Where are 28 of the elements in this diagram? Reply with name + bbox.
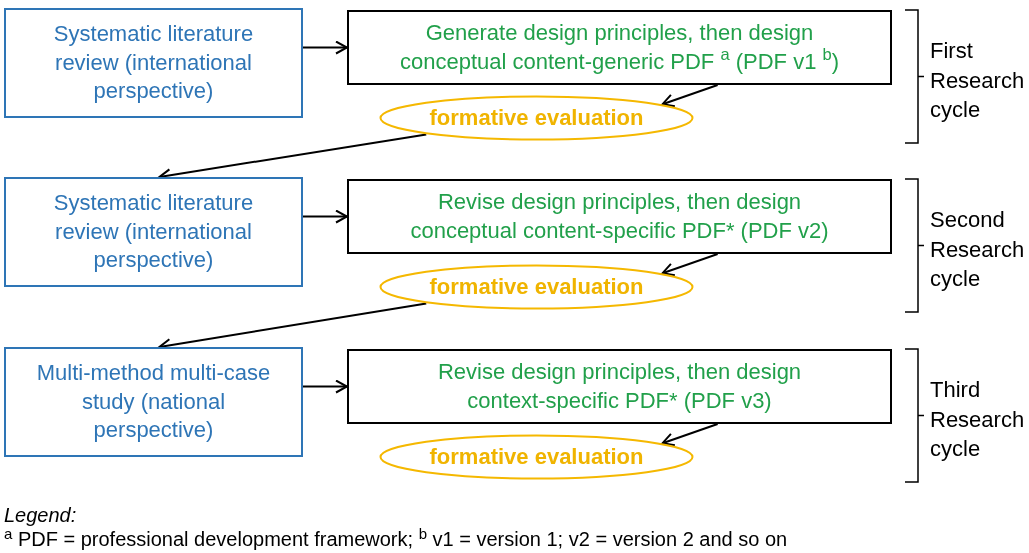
evaluation-ellipse [379,95,694,141]
cycle-label: First Research cycle [930,37,1026,125]
box-label: Systematic literature review (international perspective) [52,189,255,275]
process-box [4,177,303,287]
cycle-label: Second Research cycle [930,206,1026,294]
arrow [302,209,348,224]
legend-heading: Legend: [4,503,77,528]
process-box [347,10,892,85]
ellipse-label: formative evaluation [429,272,644,301]
arrow [661,84,719,108]
box-label: Revise design principles, then design conceptual content-specific PDF* (PDF v2) [409,187,830,245]
box-label: Systematic literature review (international perspective) [52,20,255,106]
arrow [661,423,719,447]
cycle-label: Third Research cycle [930,376,1026,464]
arrow [302,379,348,394]
process-box [347,349,892,424]
box-label: Generate design principles, then design conceptual content-generic PDF $^{a}$ (PDF v1 $^{b}$) [399,18,840,76]
evaluation-ellipse [379,434,694,480]
process-box [4,8,303,118]
evaluation-ellipse [379,264,694,310]
ellipse-label: formative evaluation [429,442,644,471]
arrow [661,253,719,277]
process-box [4,347,303,457]
box-label: Multi-method multi-case study (national perspective) [35,359,272,445]
box-label: Revise design principles, then design context-specific PDF* (PDF v3) [436,357,803,415]
arrow [302,40,348,55]
process-box [347,179,892,254]
ellipse-label: formative evaluation [429,103,644,132]
